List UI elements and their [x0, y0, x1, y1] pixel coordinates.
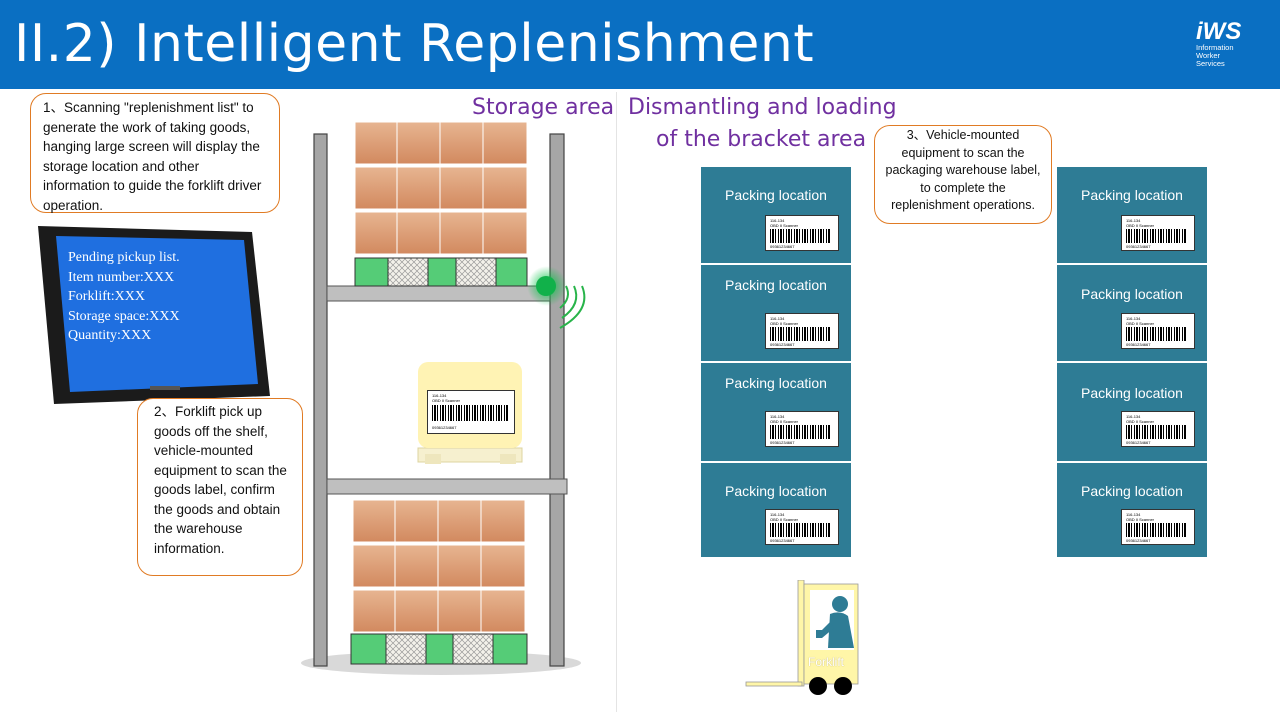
screen-line-1: Pending pickup list. — [68, 250, 180, 265]
packing-location-tile: Packing location 116-134 OBD II Scanner … — [700, 166, 852, 264]
top-pallet — [354, 257, 528, 287]
dismantling-label-line2: of the bracket area — [656, 127, 867, 152]
packing-label-code: 116-134 — [1126, 512, 1141, 517]
storage-area-label: Storage area — [472, 95, 615, 120]
packing-label-code: 116-134 — [770, 512, 785, 517]
screen-line-3: Forklift:XXX — [68, 289, 145, 305]
packing-location-tile: Packing location 116-134 OBD II Scanner … — [700, 264, 852, 362]
packing-label-name: OBD II Scanner — [770, 419, 799, 424]
packing-label-number: 09361234667 — [770, 440, 795, 445]
packing-label: 116-134 OBD II Scanner 09361234667 — [765, 313, 839, 349]
packing-location-tile: Packing location 116-134 OBD II Scanner … — [1056, 264, 1208, 362]
large-screen-monitor — [38, 226, 270, 404]
packing-location-tile: Packing location 116-134 OBD II Scanner … — [700, 362, 852, 462]
packing-label-code: 116-134 — [770, 414, 785, 419]
packing-location-tile: Packing location 116-134 OBD II Scanner … — [1056, 166, 1208, 264]
packing-label: 116-134 OBD II Scanner 09361234667 — [765, 509, 839, 545]
packing-label: 116-134 OBD II Scanner 09361234667 — [765, 215, 839, 251]
packing-location-tile: Packing location 116-134 OBD II Scanner … — [1056, 362, 1208, 462]
packing-label-code: 116-134 — [1126, 218, 1141, 223]
packing-label-name: OBD II Scanner — [770, 223, 799, 228]
callout-step-3: 3、Vehicle-mounted equipment to scan the … — [874, 125, 1052, 224]
packing-location-label: Packing location — [725, 187, 827, 203]
packing-label-name: OBD II Scanner — [1126, 419, 1155, 424]
packing-label-number: 09361234667 — [1126, 342, 1151, 347]
packing-label-number: 09361234667 — [1126, 440, 1151, 445]
callout-step-1-text: 1、Scanning "replenishment list" to gener… — [43, 100, 262, 213]
goods-label-number: 09361234667 — [432, 425, 457, 430]
packing-barcode — [1126, 229, 1186, 243]
packing-label: 116-134 OBD II Scanner 09361234667 — [1121, 215, 1195, 251]
packing-label: 116-134 OBD II Scanner 09361234667 — [1121, 509, 1195, 545]
packing-label-name: OBD II Scanner — [1126, 517, 1155, 522]
packing-barcode — [1126, 425, 1186, 439]
packing-location-label: Packing location — [725, 375, 827, 391]
packing-barcode — [1126, 523, 1186, 537]
packing-location-label: Packing location — [725, 277, 827, 293]
dismantling-label-line1: Dismantling and loading — [628, 95, 897, 120]
page-title: II.2) Intelligent Replenishment — [14, 14, 815, 74]
packing-label-name: OBD II Scanner — [1126, 223, 1155, 228]
screen-text: Pending pickup list. Item number:XXX For… — [68, 248, 180, 346]
packing-label-code: 116-134 — [1126, 414, 1141, 419]
packing-location-label: Packing location — [1081, 286, 1183, 302]
logo-line-3: Services — [1196, 59, 1225, 68]
forklift-illustration — [745, 580, 859, 695]
packing-label-number: 09361234667 — [1126, 244, 1151, 249]
header-bar — [0, 0, 1280, 89]
packing-label-number: 09361234667 — [1126, 538, 1151, 543]
packing-label-code: 116-134 — [1126, 316, 1141, 321]
screen-line-5: Quantity:XXX — [68, 328, 152, 344]
packing-label-name: OBD II Scanner — [1126, 321, 1155, 326]
packing-barcode — [770, 327, 830, 341]
goods-label-name: OBD II Scanner — [432, 398, 461, 403]
forklift-label: Forklift — [808, 655, 844, 669]
screen-line-4: Storage space:XXX — [68, 308, 180, 324]
goods-label-code: 116-134 — [432, 393, 447, 398]
logo-line-1: Information — [1196, 43, 1234, 52]
packing-label-code: 116-134 — [770, 316, 785, 321]
callout-step-1: 1、Scanning "replenishment list" to gener… — [30, 93, 280, 213]
logo-line-2: Worker — [1196, 51, 1221, 60]
section-divider — [616, 92, 617, 712]
goods-label: 116-134 OBD II Scanner 09361234667 — [427, 390, 515, 434]
packing-label: 116-134 OBD II Scanner 09361234667 — [765, 411, 839, 447]
packing-location-tile: Packing location 116-134 OBD II Scanner … — [1056, 462, 1208, 558]
packing-label-code: 116-134 — [770, 218, 785, 223]
packing-barcode — [770, 425, 830, 439]
callout-step-2-text: 2、Forklift pick up goods off the shelf, … — [154, 404, 287, 556]
logo-mark: iWS — [1196, 18, 1242, 45]
packing-location-label: Packing location — [725, 483, 827, 499]
callout-step-2: 2、Forklift pick up goods off the shelf, … — [137, 398, 303, 576]
screen-line-2: Item number:XXX — [68, 269, 175, 285]
packing-location-label: Packing location — [1081, 483, 1183, 499]
packing-label-number: 09361234667 — [770, 342, 795, 347]
packing-barcode — [1126, 327, 1186, 341]
packing-label-name: OBD II Scanner — [770, 321, 799, 326]
callout-step-3-text: 3、Vehicle-mounted equipment to scan the … — [885, 128, 1041, 212]
top-boxes — [354, 121, 528, 255]
iws-logo: iWS Information Worker Services — [1196, 20, 1258, 80]
bottom-pallet — [350, 633, 528, 665]
packing-location-label: Packing location — [1081, 385, 1183, 401]
packing-label-name: OBD II Scanner — [770, 517, 799, 522]
packing-label: 116-134 OBD II Scanner 09361234667 — [1121, 313, 1195, 349]
packing-label-number: 09361234667 — [770, 244, 795, 249]
goods-barcode — [432, 405, 508, 421]
packing-label: 116-134 OBD II Scanner 09361234667 — [1121, 411, 1195, 447]
storage-shelf — [301, 121, 586, 675]
bottom-boxes — [352, 499, 526, 633]
packing-barcode — [770, 229, 830, 243]
packing-location-tile: Packing location 116-134 OBD II Scanner … — [700, 462, 852, 558]
packing-label-number: 09361234667 — [770, 538, 795, 543]
packing-barcode — [770, 523, 830, 537]
packing-location-label: Packing location — [1081, 187, 1183, 203]
